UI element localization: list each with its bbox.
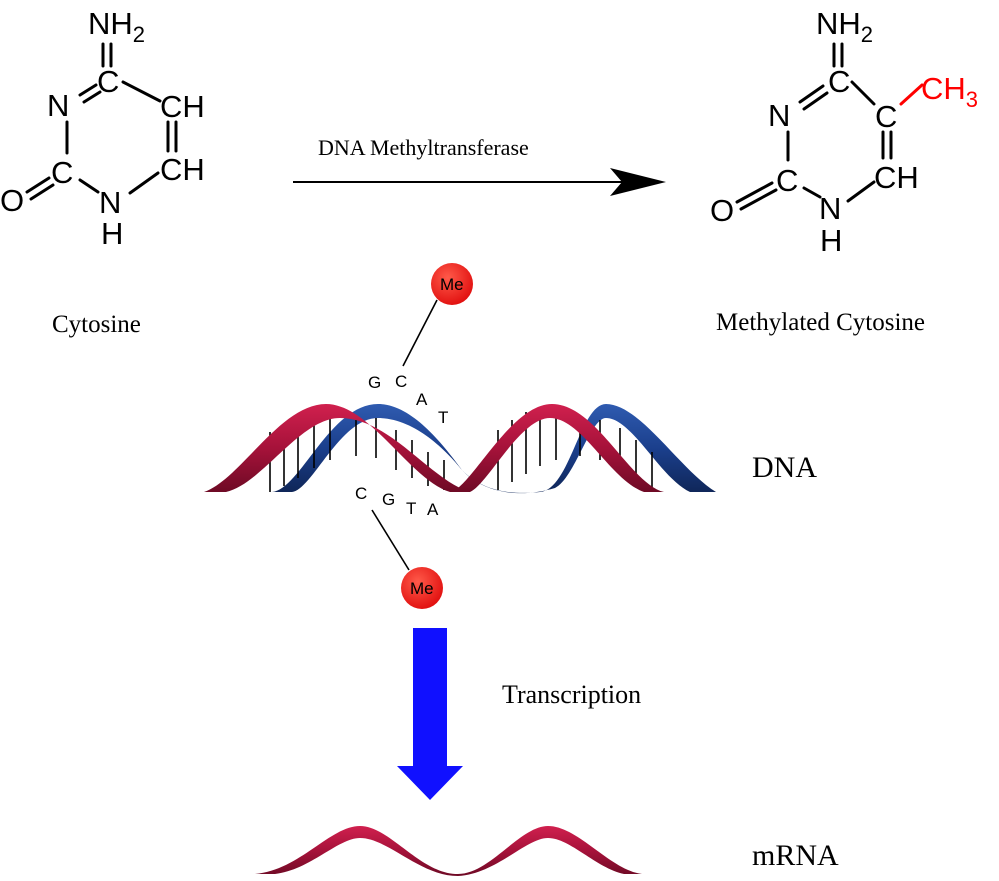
cytosine-caption: Cytosine [52,311,141,338]
transcription-label: Transcription [502,680,641,709]
dna-bottom-bases: C G T A [355,484,439,519]
bottom-base: C [355,484,367,503]
arrowhead-icon [610,168,666,196]
cytosine-n1: N [99,185,121,220]
methylated-c5: C [875,99,897,134]
mrna-strand: mRNA [255,826,839,876]
top-base: A [416,390,428,409]
methylated-c2: C [776,163,798,198]
dna-label: DNA [752,451,817,484]
methyl-marker-bottom: Me [371,509,443,609]
enzyme-label: DNA Methyltransferase [318,135,529,160]
transcription-arrow: Transcription [397,628,641,800]
methylated-n1: N [819,191,841,226]
reaction-arrow: DNA Methyltransferase [293,135,666,196]
cytosine-amine: NH2 [88,6,145,47]
methylated-cytosine-caption: Methylated Cytosine [716,309,925,336]
methylated-amine: NH2 [816,6,873,47]
cytosine-oxygen: O [0,183,24,218]
mrna-ribbon [255,826,642,876]
cytosine-structure: NH2 C N CH C O CH N H Cytosine [0,6,205,338]
methyl-ball-icon [401,567,443,609]
methylated-c6: CH [874,160,919,195]
cytosine-c4: C [97,64,119,99]
cytosine-n3: N [47,88,69,123]
dna-helix: DNA [204,404,817,494]
top-base: C [395,372,407,391]
methylated-cytosine-structure: NH2 C N C CH3 C O CH N H Methylated Cyto… [710,6,978,336]
methyl-group: CH3 [921,71,978,112]
dna-top-bases: G C A T [368,372,448,427]
methylated-n1-h: H [820,223,842,258]
methylated-oxygen: O [710,193,734,228]
methylated-n3: N [768,98,790,133]
cytosine-n1-h: H [101,216,123,251]
bottom-base: A [427,500,439,519]
mrna-label: mRNA [752,839,839,872]
methyl-label-top: Me [440,275,464,294]
down-arrow-icon [397,628,463,800]
dna-blue-strand-left [272,404,462,492]
cytosine-c5: CH [160,89,205,124]
cytosine-c2: C [51,155,73,190]
bottom-base: T [406,499,416,518]
top-base: T [438,408,448,427]
top-base: G [368,373,381,392]
dna-red-strand-left [204,404,470,492]
cytosine-c6: CH [160,152,205,187]
methyl-label-bottom: Me [410,579,434,598]
methyl-marker-top: Me [402,263,473,367]
methyl-ball-icon [431,263,473,305]
dna-red-strand-right [450,404,664,492]
methylated-c4: C [828,64,850,99]
bottom-base: G [382,490,395,509]
